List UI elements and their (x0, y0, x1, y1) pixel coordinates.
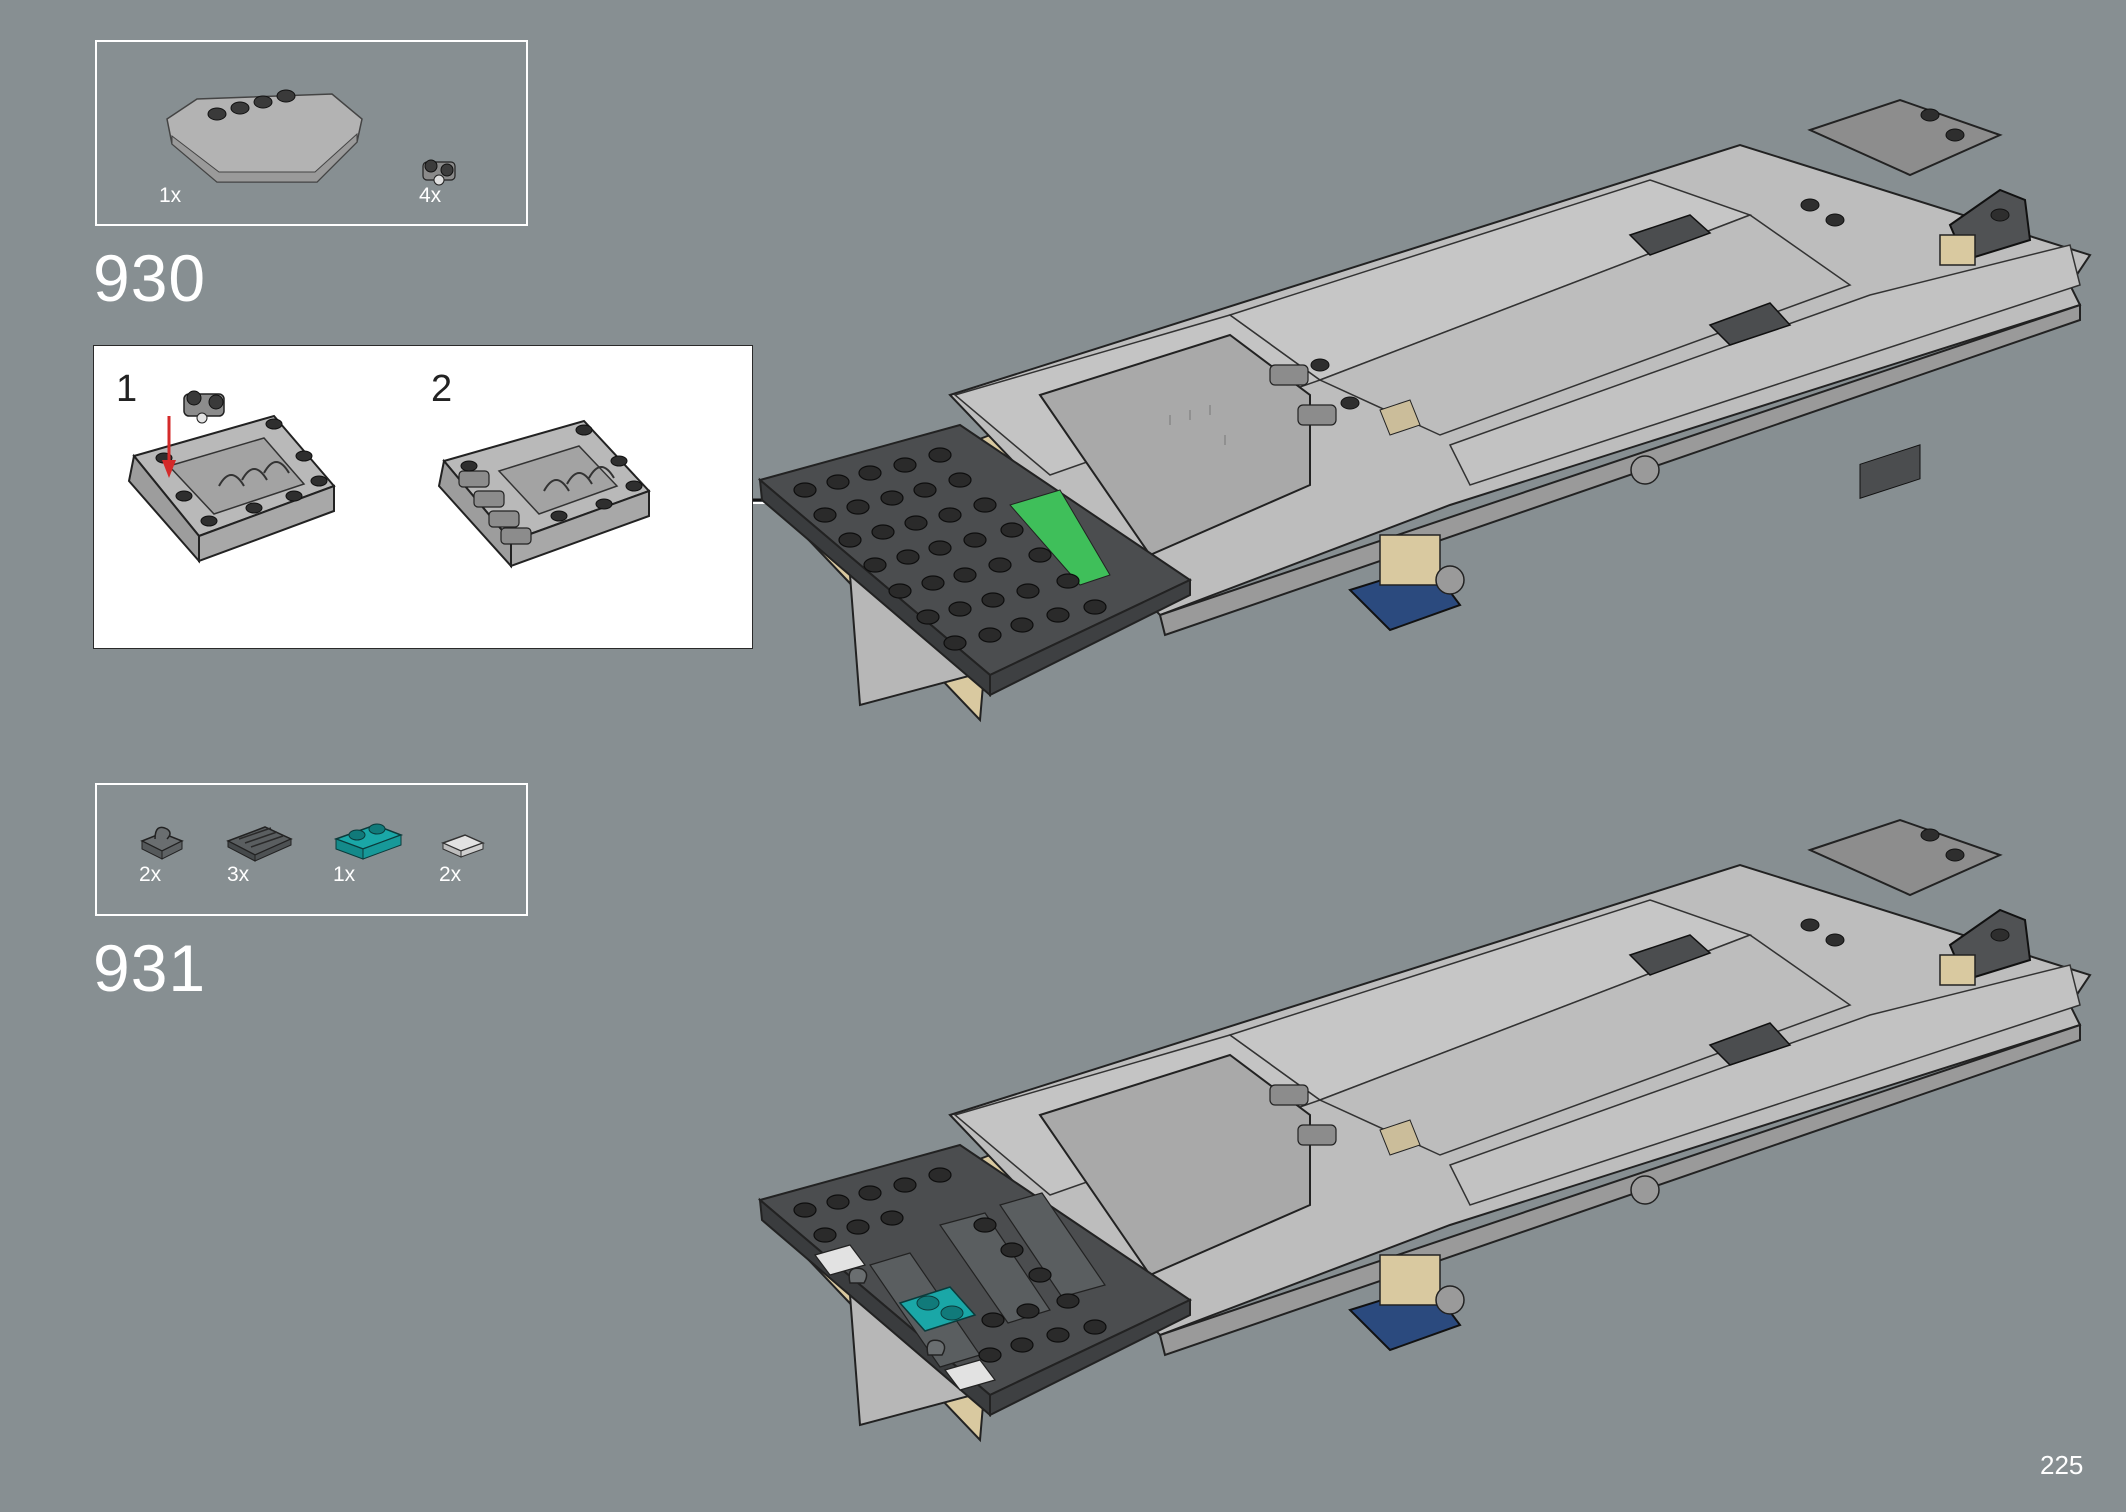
substep-1-illustration (127, 390, 336, 564)
page-number: 225 (2040, 1450, 2084, 1480)
step-number-930: 930 (93, 241, 207, 315)
model-illustration-930 (757, 98, 2092, 723)
model-illustration-931 (757, 444, 2092, 1443)
wedge-slope-piece-icon (166, 89, 363, 183)
part-qty-931-4: 2x (439, 863, 462, 886)
step-number-931: 931 (93, 931, 207, 1005)
part-qty-931-2: 3x (227, 863, 250, 886)
part-qty-931-3: 1x (333, 863, 356, 886)
parts-list-box-931: 2x 3x 1x 2x (95, 783, 528, 916)
subassembly-callout-box: 1 2 (93, 345, 753, 649)
grille-tile-piece-icon (226, 826, 293, 862)
clip-plate-piece-icon (140, 826, 184, 860)
part-qty-930-2: 4x (419, 184, 442, 207)
clip-hinge-piece-icon (422, 159, 456, 186)
parts-list-box-930: 1x 4x (95, 40, 528, 226)
part-qty-931-1: 2x (139, 863, 162, 886)
substep-label-1: 1 (116, 368, 138, 410)
tile-1x1-icon (440, 834, 486, 858)
part-qty-930-1: 1x (159, 184, 182, 207)
substep-label-2: 2 (431, 368, 453, 410)
substep-2-illustration (437, 419, 651, 569)
teal-plate-1x2-icon (333, 823, 404, 860)
